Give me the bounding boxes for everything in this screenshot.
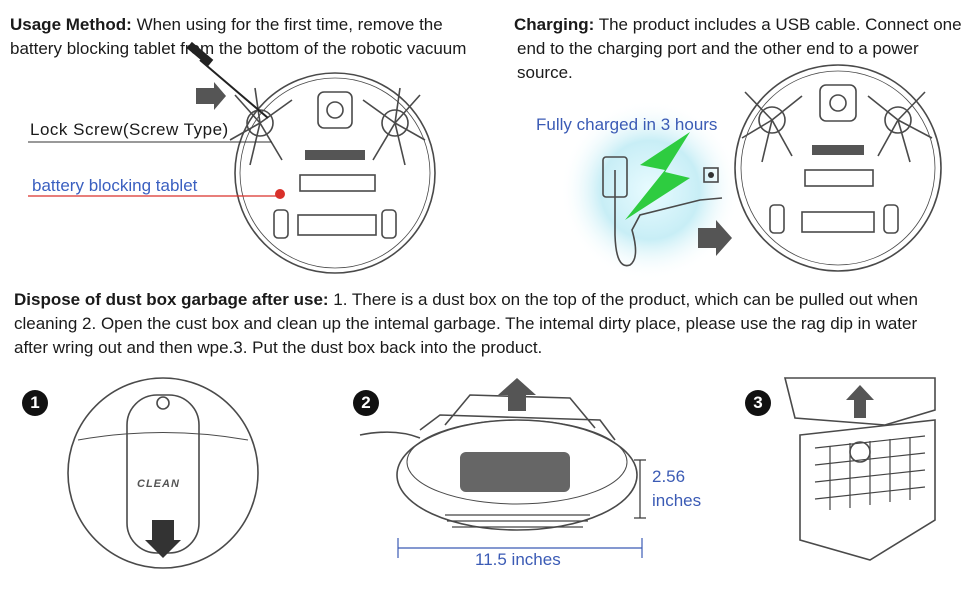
usage-method-line1: When using for the first time, remove th… bbox=[136, 15, 443, 34]
battery-tab-marker bbox=[275, 189, 285, 199]
dispose-line1: 1. There is a dust box on the top of the… bbox=[333, 290, 918, 309]
usage-method-text: Usage Method: When using for the first t… bbox=[10, 13, 500, 61]
dispose-text: Dispose of dust box garbage after use: 1… bbox=[14, 288, 964, 360]
dust-box-view bbox=[783, 377, 936, 561]
battery-cover bbox=[299, 174, 376, 192]
screwdriver-icon bbox=[186, 41, 269, 119]
insert-arrow-icon bbox=[196, 82, 226, 110]
suction-slot bbox=[305, 150, 365, 160]
dust-bin-bottom bbox=[297, 214, 377, 236]
brand-label: CLEAN bbox=[137, 478, 180, 490]
step-3-badge: 3 bbox=[745, 390, 771, 416]
dispose-heading: Dispose of dust box garbage after use: bbox=[14, 290, 329, 309]
battery-blocking-label: battery blocking tablet bbox=[32, 176, 198, 195]
right-side-brush bbox=[362, 87, 426, 166]
step-1-badge: 1 bbox=[22, 390, 48, 416]
robot-top-view bbox=[67, 377, 259, 569]
usage-method-heading: Usage Method: bbox=[10, 15, 132, 34]
step-2-badge: 2 bbox=[353, 390, 379, 416]
charging-heading: Charging: bbox=[514, 15, 595, 34]
left-side-brush bbox=[229, 87, 293, 166]
charging-line3: source. bbox=[517, 63, 573, 82]
robot-bottom-body-right bbox=[734, 64, 942, 272]
height-unit: inches bbox=[652, 491, 702, 510]
robot-bottom-body bbox=[234, 72, 436, 274]
fully-charged-label: Fully charged in 3 hours bbox=[536, 115, 718, 134]
dispose-line2: cleaning 2. Open the cust box and clean … bbox=[14, 314, 918, 333]
robot-open-view bbox=[359, 378, 646, 558]
dispose-line3: after wring out and then wpe.3. Put the … bbox=[14, 338, 543, 357]
usb-plug bbox=[602, 156, 628, 198]
pull-out-arrow-icon bbox=[145, 540, 181, 558]
charging-text: Charging: The product includes a USB cab… bbox=[514, 13, 964, 85]
charge-port-icon bbox=[703, 167, 719, 183]
connect-arrow-icon bbox=[698, 220, 732, 256]
lift-arrow-icon-3 bbox=[846, 385, 874, 400]
charging-line2: end to the charging port and the other e… bbox=[517, 39, 919, 58]
lift-arrow-icon bbox=[498, 378, 536, 395]
usage-method-line2: battery blocking tablet from the bottom … bbox=[10, 39, 467, 58]
height-value: 2.56 bbox=[652, 467, 686, 486]
charging-line1: The product includes a USB cable. Connec… bbox=[598, 15, 962, 34]
right-wheel bbox=[381, 209, 397, 239]
front-caster bbox=[317, 91, 353, 129]
width-label: 11.5 inches bbox=[475, 550, 561, 569]
lock-screw-label: Lock Screw(Screw Type) bbox=[30, 120, 229, 139]
usb-cable bbox=[614, 170, 723, 267]
lightning-bolt-icon bbox=[625, 132, 690, 220]
left-wheel bbox=[273, 209, 289, 239]
